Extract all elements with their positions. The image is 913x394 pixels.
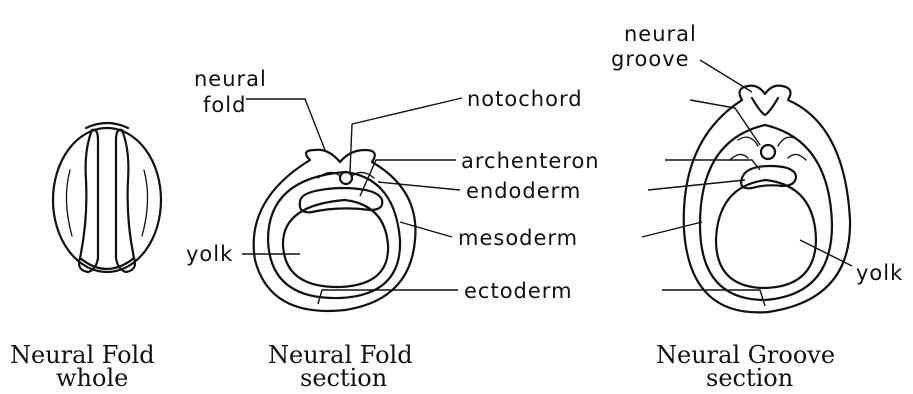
- fold-section-mesoderm-ring: [268, 172, 400, 298]
- label-mesoderm: mesoderm: [458, 226, 578, 250]
- label-notochord: notochord: [467, 87, 583, 111]
- neural-fold-whole-illustration: [53, 123, 161, 272]
- whole-embryo-body: [53, 128, 161, 272]
- caption-fold-section-line2: section: [300, 364, 387, 392]
- label-neural-fold-line2: fold: [203, 93, 246, 117]
- label-neural-groove-line1: neural: [624, 22, 697, 46]
- caption-whole-line2: whole: [56, 364, 128, 392]
- label-endoderm: endoderm: [466, 179, 581, 203]
- groove-section-notochord: [761, 145, 775, 159]
- neural-groove-section-illustration: [684, 86, 850, 313]
- label-ectoderm: ectoderm: [464, 279, 573, 303]
- label-neural-fold-line1: neural: [194, 67, 267, 91]
- right-neural-fold-whole: [116, 130, 135, 272]
- label-archenteron: archenteron: [461, 149, 600, 173]
- fold-section-yolk: [283, 200, 388, 287]
- label-neural-groove-line2: groove: [611, 47, 690, 71]
- groove-section-yolk: [716, 180, 816, 288]
- left-neural-fold-whole: [79, 130, 98, 272]
- caption-groove-section-line2: section: [706, 364, 793, 392]
- groove-section-ectoderm-outline: [684, 86, 850, 313]
- label-yolk-left: yolk: [186, 242, 233, 266]
- label-yolk-right: yolk: [856, 261, 903, 285]
- fold-section-notochord: [340, 172, 352, 184]
- neural-fold-section-illustration: [254, 150, 416, 311]
